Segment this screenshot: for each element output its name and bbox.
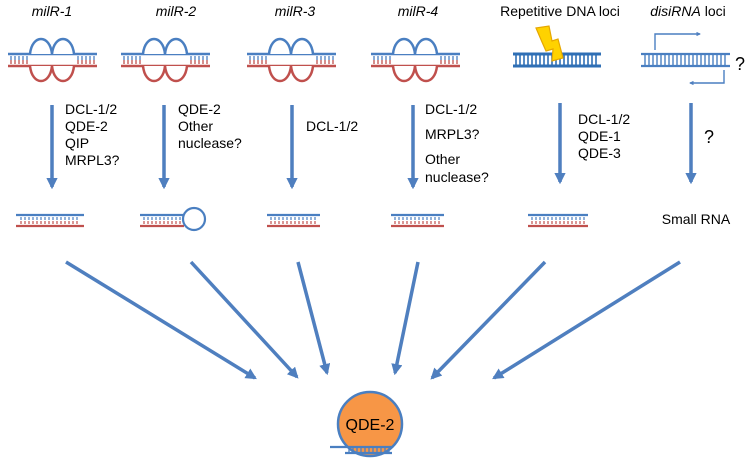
repetitive-dna-duplex bbox=[513, 52, 601, 68]
factor-repdna-dcl: DCL-1/2 bbox=[578, 111, 630, 127]
lightning-icon bbox=[535, 25, 564, 62]
converge-arrow-4 bbox=[391, 261, 420, 376]
factor-milr4-nuclease: nuclease? bbox=[425, 169, 489, 185]
forward-transcription-arrow bbox=[654, 31, 701, 50]
converge-arrow-1 bbox=[65, 260, 257, 380]
precursor-milr-1 bbox=[8, 37, 97, 83]
factor-milr1-mrpl3: MRPL3? bbox=[65, 152, 120, 168]
product-duplex-milr-1 bbox=[16, 213, 84, 228]
reverse-transcription-arrow bbox=[689, 70, 725, 86]
product-duplex-repetitive-dna bbox=[528, 213, 588, 228]
factor-milr2-other: Other bbox=[178, 118, 213, 134]
qde2-label: QDE-2 bbox=[346, 417, 395, 434]
header-milr-1: milR-1 bbox=[32, 3, 72, 19]
product-duplex-milr-3 bbox=[267, 213, 320, 228]
factor-milr1-qde2: QDE-2 bbox=[65, 118, 108, 134]
converge-arrow-2 bbox=[189, 260, 299, 379]
header-milr-4: milR-4 bbox=[398, 3, 439, 19]
converge-arrow-5 bbox=[430, 260, 547, 380]
header-milr-2: milR-2 bbox=[156, 3, 197, 19]
factor-disirna-unknown: ? bbox=[704, 127, 714, 147]
header-repetitive-dna: Repetitive DNA loci bbox=[500, 3, 620, 19]
precursor-milr-2 bbox=[121, 37, 210, 83]
factor-milr2-qde2: QDE-2 bbox=[178, 101, 221, 117]
converge-arrow-3 bbox=[296, 261, 331, 376]
product-hairpin-milr-2 bbox=[140, 206, 207, 232]
precursor-milr-4 bbox=[371, 37, 460, 83]
header-disirna-loci: disiRNA loci bbox=[650, 3, 725, 19]
factor-milr1-dcl: DCL-1/2 bbox=[65, 101, 117, 117]
converge-arrow-6 bbox=[492, 260, 681, 380]
factor-milr4-dcl: DCL-1/2 bbox=[425, 101, 477, 117]
factor-milr1-qip: QIP bbox=[65, 135, 89, 151]
factor-milr4-other: Other bbox=[425, 151, 460, 167]
product-small-rna-label: Small RNA bbox=[662, 211, 731, 227]
factor-repdna-qde1: QDE-1 bbox=[578, 128, 621, 144]
header-milr-3: milR-3 bbox=[275, 3, 316, 19]
factor-milr2-nuclease: nuclease? bbox=[178, 135, 242, 151]
disirna-duplex bbox=[641, 52, 730, 68]
qde2-complex: QDE-2 bbox=[330, 390, 404, 458]
product-duplex-milr-4 bbox=[391, 213, 444, 228]
factor-repdna-qde3: QDE-3 bbox=[578, 145, 621, 161]
precursor-milr-3 bbox=[247, 37, 336, 83]
factor-milr3-dcl: DCL-1/2 bbox=[306, 118, 358, 134]
disirna-question-mark: ? bbox=[735, 54, 745, 74]
factor-milr4-mrpl3: MRPL3? bbox=[425, 126, 480, 142]
